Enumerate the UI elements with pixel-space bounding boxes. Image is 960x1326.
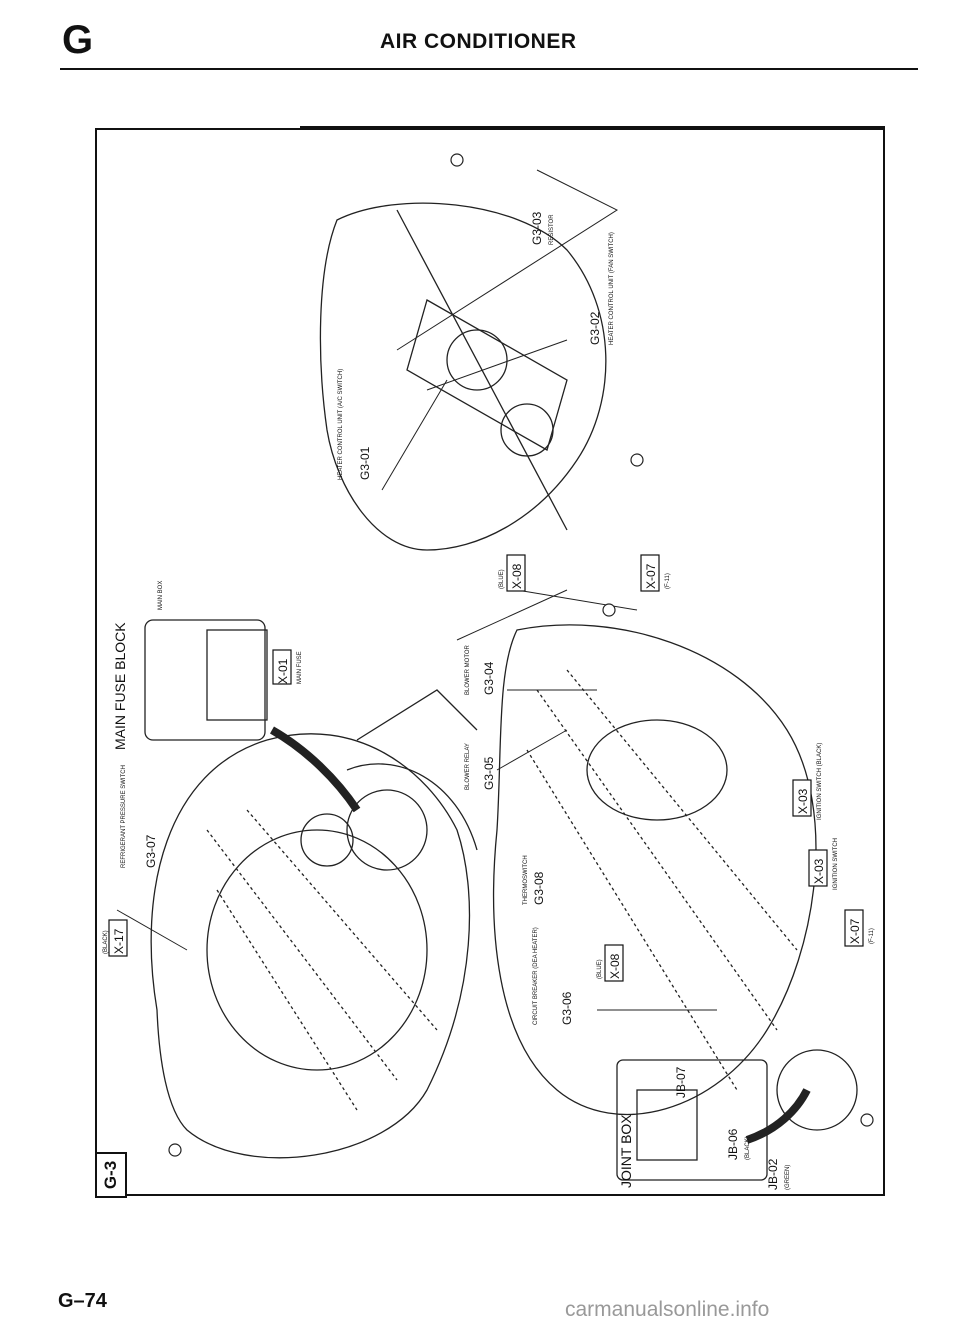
label-x17-code: X-17 — [112, 928, 126, 954]
label-x08b-code: X-08 — [608, 953, 622, 979]
label-g306-sub: CIRCUIT BREAKER (DEA HEATER) — [533, 927, 539, 1025]
label-g301-sub: HEATER CONTROL UNIT (A/C SWITCH) — [338, 369, 344, 480]
label-x07a-code: X-07 — [644, 563, 658, 589]
fuse-block-pointer — [270, 726, 361, 813]
code-box-x03b: X-03 IGNITION SWITCH — [808, 838, 839, 890]
label-main-fuse-block: MAIN FUSE BLOCK — [112, 622, 128, 750]
wiring-location-diagram: MAIN FUSE BLOCK MAIN BOX X-01 MAIN FUSE … — [103, 153, 875, 1190]
label-joint-box: JOINT BOX — [618, 1114, 634, 1188]
label-x03b-code: X-03 — [812, 858, 826, 884]
bulkhead — [356, 689, 478, 741]
label-g307-code: G3-07 — [144, 834, 158, 868]
label-g308-code: G3-08 — [532, 871, 546, 905]
heater-unit-outline — [406, 299, 568, 451]
fender-outline — [346, 763, 478, 851]
section-tab: G-3 — [95, 1152, 127, 1198]
label-g302-code: G3-02 — [588, 311, 602, 345]
label-g307-sub: REFRIGERANT PRESSURE SWITCH — [121, 765, 127, 868]
wheel-well — [346, 789, 428, 871]
leader-x08a — [456, 589, 568, 641]
label-g303-code: G3-03 — [530, 211, 544, 245]
section-tab-label: G-3 — [101, 1160, 120, 1190]
label-x01-sub: MAIN FUSE — [297, 651, 303, 684]
leader-x17 — [116, 909, 188, 951]
code-box-x07a: X-07 (F-11) — [640, 554, 671, 592]
leader-x07a — [516, 589, 638, 611]
frame-top-rule — [300, 126, 885, 130]
dashboard-outline — [319, 202, 607, 551]
label-g302-sub: HEATER CONTROL UNIT (FAN SWITCH) — [609, 232, 615, 345]
label-g308-sub: THERMOSWITCH — [523, 855, 529, 905]
page-title: AIR CONDITIONER — [380, 30, 577, 53]
label-g305-sub: BLOWER RELAY — [465, 743, 471, 790]
label-jb02-sub: (GREEN) — [785, 1165, 791, 1190]
blower-housing — [586, 719, 728, 821]
label-jb06-code: JB-06 — [726, 1128, 740, 1160]
watermark: carmanualsonline.info — [565, 1298, 770, 1321]
code-box-x07b: X-07 (F-11) — [844, 909, 875, 947]
page-number: G–74 — [58, 1290, 107, 1312]
label-x03b-sub: IGNITION SWITCH — [833, 838, 839, 890]
label-x08b-sub: (BLUE) — [597, 959, 603, 979]
code-box-x08b: X-08 (BLUE) — [597, 944, 624, 982]
steering-column-circle — [776, 1049, 858, 1131]
callout-circle-2 — [630, 453, 644, 467]
label-main-box: MAIN BOX — [158, 581, 164, 610]
label-g306-code: G3-06 — [560, 991, 574, 1025]
leader-g302 — [426, 339, 568, 391]
label-x07b-code: X-07 — [848, 918, 862, 944]
callout-circle-1 — [450, 153, 464, 167]
code-box-x17: X-17 (BLACK) — [103, 919, 128, 957]
label-x01-code: X-01 — [276, 658, 290, 684]
code-box-x08a: X-08 (BLUE) — [499, 554, 526, 592]
header-rule — [60, 68, 918, 70]
leader-g303 — [396, 169, 619, 351]
label-g301-code: G3-01 — [358, 446, 372, 480]
label-x17-sub: (BLACK) — [103, 930, 109, 954]
label-g303-sub: RESISTOR — [549, 214, 555, 245]
vent-circle-2 — [500, 403, 554, 457]
engine-block — [206, 829, 428, 1071]
label-jb06-sub: (BLACK) — [745, 1136, 751, 1160]
label-jb07-code: JB-07 — [674, 1066, 688, 1098]
joint-box-inner — [636, 1089, 698, 1161]
underdash-outline — [492, 624, 817, 1116]
main-fuse-block-box — [144, 619, 266, 741]
label-x08a-sub: (BLUE) — [499, 569, 505, 589]
engine-compartment-outline — [150, 733, 471, 1159]
label-x07a-sub: (F-11) — [665, 573, 671, 589]
callout-circle-4 — [168, 1143, 182, 1157]
joint-box-pointer — [745, 1088, 811, 1144]
label-x03a-sub: IGNITION SWITCH (BLACK) — [817, 743, 823, 820]
callout-circle-3 — [602, 603, 616, 617]
label-g305-code: G3-05 — [482, 756, 496, 790]
label-x07b-sub: (F-11) — [869, 928, 875, 944]
main-fuse-inset — [206, 629, 268, 721]
label-g304-sub: BLOWER MOTOR — [465, 644, 471, 695]
label-x03a-code: X-03 — [796, 788, 810, 814]
code-box-x03a: X-03 IGNITION SWITCH (BLACK) — [792, 743, 823, 820]
callout-circle-5 — [860, 1113, 874, 1127]
relay-circle — [300, 813, 354, 867]
leader-g301 — [381, 379, 448, 491]
harness-line-engine — [206, 809, 438, 1111]
underdash-harness — [526, 669, 798, 1091]
label-g304-code: G3-04 — [482, 661, 496, 695]
label-jb02-code: JB-02 — [766, 1158, 780, 1190]
vent-circle — [446, 329, 508, 391]
joint-box-shape — [616, 1059, 768, 1181]
leader-g305 — [496, 729, 568, 771]
code-box-x01: X-01 MAIN FUSE — [272, 649, 303, 685]
label-x08a-code: X-08 — [510, 563, 524, 589]
section-letter: G — [62, 18, 94, 62]
